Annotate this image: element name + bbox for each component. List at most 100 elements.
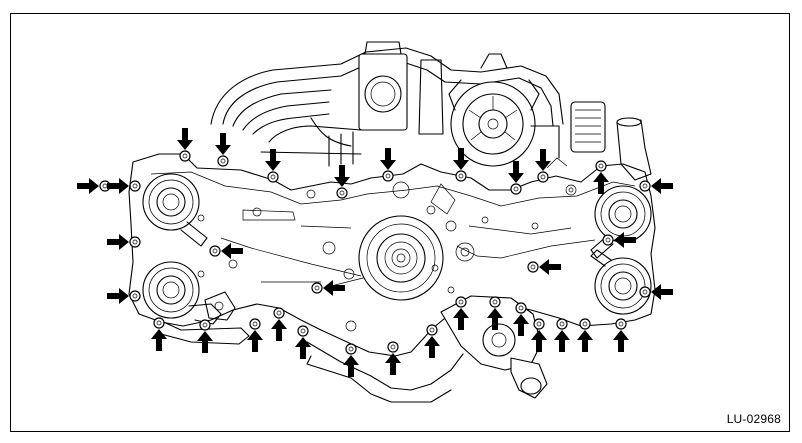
arrow-down-icon	[215, 133, 231, 155]
arrow-left-icon	[651, 284, 673, 300]
bolt-head	[536, 321, 542, 327]
arrow-left-icon	[614, 232, 636, 248]
bolt	[336, 187, 348, 199]
left-upper-cam-housing	[142, 173, 208, 247]
bolt-head	[300, 328, 306, 334]
arrow-up-icon	[513, 314, 529, 336]
bolt	[595, 160, 607, 172]
arrow-right-icon	[107, 178, 129, 194]
arrow-up-icon	[487, 308, 503, 330]
bolt-head	[559, 321, 565, 327]
bolt	[129, 180, 141, 192]
arrow-up-icon	[197, 331, 213, 353]
bolt	[639, 286, 651, 298]
bolt	[249, 318, 261, 330]
bolt	[153, 317, 165, 329]
arrow-up-icon	[151, 329, 167, 351]
bolt-head	[132, 293, 138, 299]
bolt	[426, 324, 438, 336]
arrow-left-icon	[539, 259, 561, 275]
bolt	[556, 318, 568, 330]
arrow-up-icon	[424, 336, 440, 358]
intake-manifold	[210, 41, 564, 167]
arrow-up-icon	[295, 337, 311, 359]
bolt	[387, 341, 399, 353]
bolt-head	[339, 190, 345, 196]
bolt	[311, 282, 323, 294]
bolt	[199, 319, 211, 331]
bolt	[273, 307, 285, 319]
bolt-head	[202, 322, 208, 328]
bolt	[129, 236, 141, 248]
arrow-up-icon	[554, 330, 570, 352]
left-lower-cam-housing	[142, 261, 222, 325]
arrow-down-icon	[177, 128, 193, 150]
arrow-down-icon	[334, 165, 350, 187]
bolt-head	[314, 285, 320, 291]
arrow-up-icon	[453, 308, 469, 330]
bolt	[537, 171, 549, 183]
arrow-down-icon	[265, 149, 281, 171]
bolt-head	[252, 321, 258, 327]
bolt-head	[212, 248, 218, 254]
arrow-up-icon	[385, 353, 401, 375]
bolt	[382, 170, 394, 182]
arrow-down-icon	[508, 161, 524, 183]
bolt-head	[429, 327, 435, 333]
bolt-head	[132, 183, 138, 189]
bolt-head	[348, 346, 354, 352]
bolt	[267, 171, 279, 183]
arrow-right-icon	[77, 178, 99, 194]
bolt	[527, 261, 539, 273]
arrow-up-icon	[247, 330, 263, 352]
bolt-head	[270, 174, 276, 180]
arrow-down-icon	[535, 149, 551, 171]
bolt	[217, 155, 229, 167]
bolt-head	[642, 183, 648, 189]
bolt	[533, 318, 545, 330]
bolt-head	[642, 289, 648, 295]
right-lower-cam-housing	[590, 249, 652, 315]
bolt	[515, 302, 527, 314]
right-upper-cam-housing	[590, 185, 652, 259]
bolt-head	[530, 264, 536, 270]
bolt	[639, 180, 651, 192]
bolt	[455, 170, 467, 182]
bolt-head	[276, 310, 282, 316]
arrow-left-icon	[651, 178, 673, 194]
bolt	[209, 245, 221, 257]
bolt-head	[182, 153, 188, 159]
bolt-head	[385, 173, 391, 179]
lower-left-bracket	[158, 291, 250, 345]
bolt-head	[513, 186, 519, 192]
bolt	[179, 150, 191, 162]
bolt	[602, 234, 614, 246]
arrow-down-icon	[453, 148, 469, 170]
bolt-head	[518, 305, 524, 311]
bolt	[579, 318, 591, 330]
bolt-head	[132, 239, 138, 245]
coolant-pipe	[616, 117, 652, 181]
crankshaft-pulley	[358, 181, 444, 301]
bolt-head	[582, 321, 588, 327]
figure-code: LU-02968	[726, 412, 781, 426]
arrow-group	[77, 128, 673, 377]
bolt-head	[540, 174, 546, 180]
arrow-up-icon	[531, 330, 547, 352]
bolt	[510, 183, 522, 195]
bolt-group	[99, 150, 651, 355]
bolt-head	[618, 321, 624, 327]
bolt	[489, 296, 501, 308]
arrow-right-icon	[107, 234, 129, 250]
alternator	[448, 53, 560, 167]
oil-pan	[306, 341, 464, 403]
bolt-head	[458, 173, 464, 179]
oil-filter	[570, 101, 606, 153]
arrow-left-icon	[323, 280, 345, 296]
bolt-head	[598, 163, 604, 169]
bolt-head	[458, 299, 464, 305]
arrow-right-icon	[107, 288, 129, 304]
arrow-up-icon	[593, 172, 609, 194]
bolt	[129, 290, 141, 302]
arrow-up-icon	[613, 330, 629, 352]
